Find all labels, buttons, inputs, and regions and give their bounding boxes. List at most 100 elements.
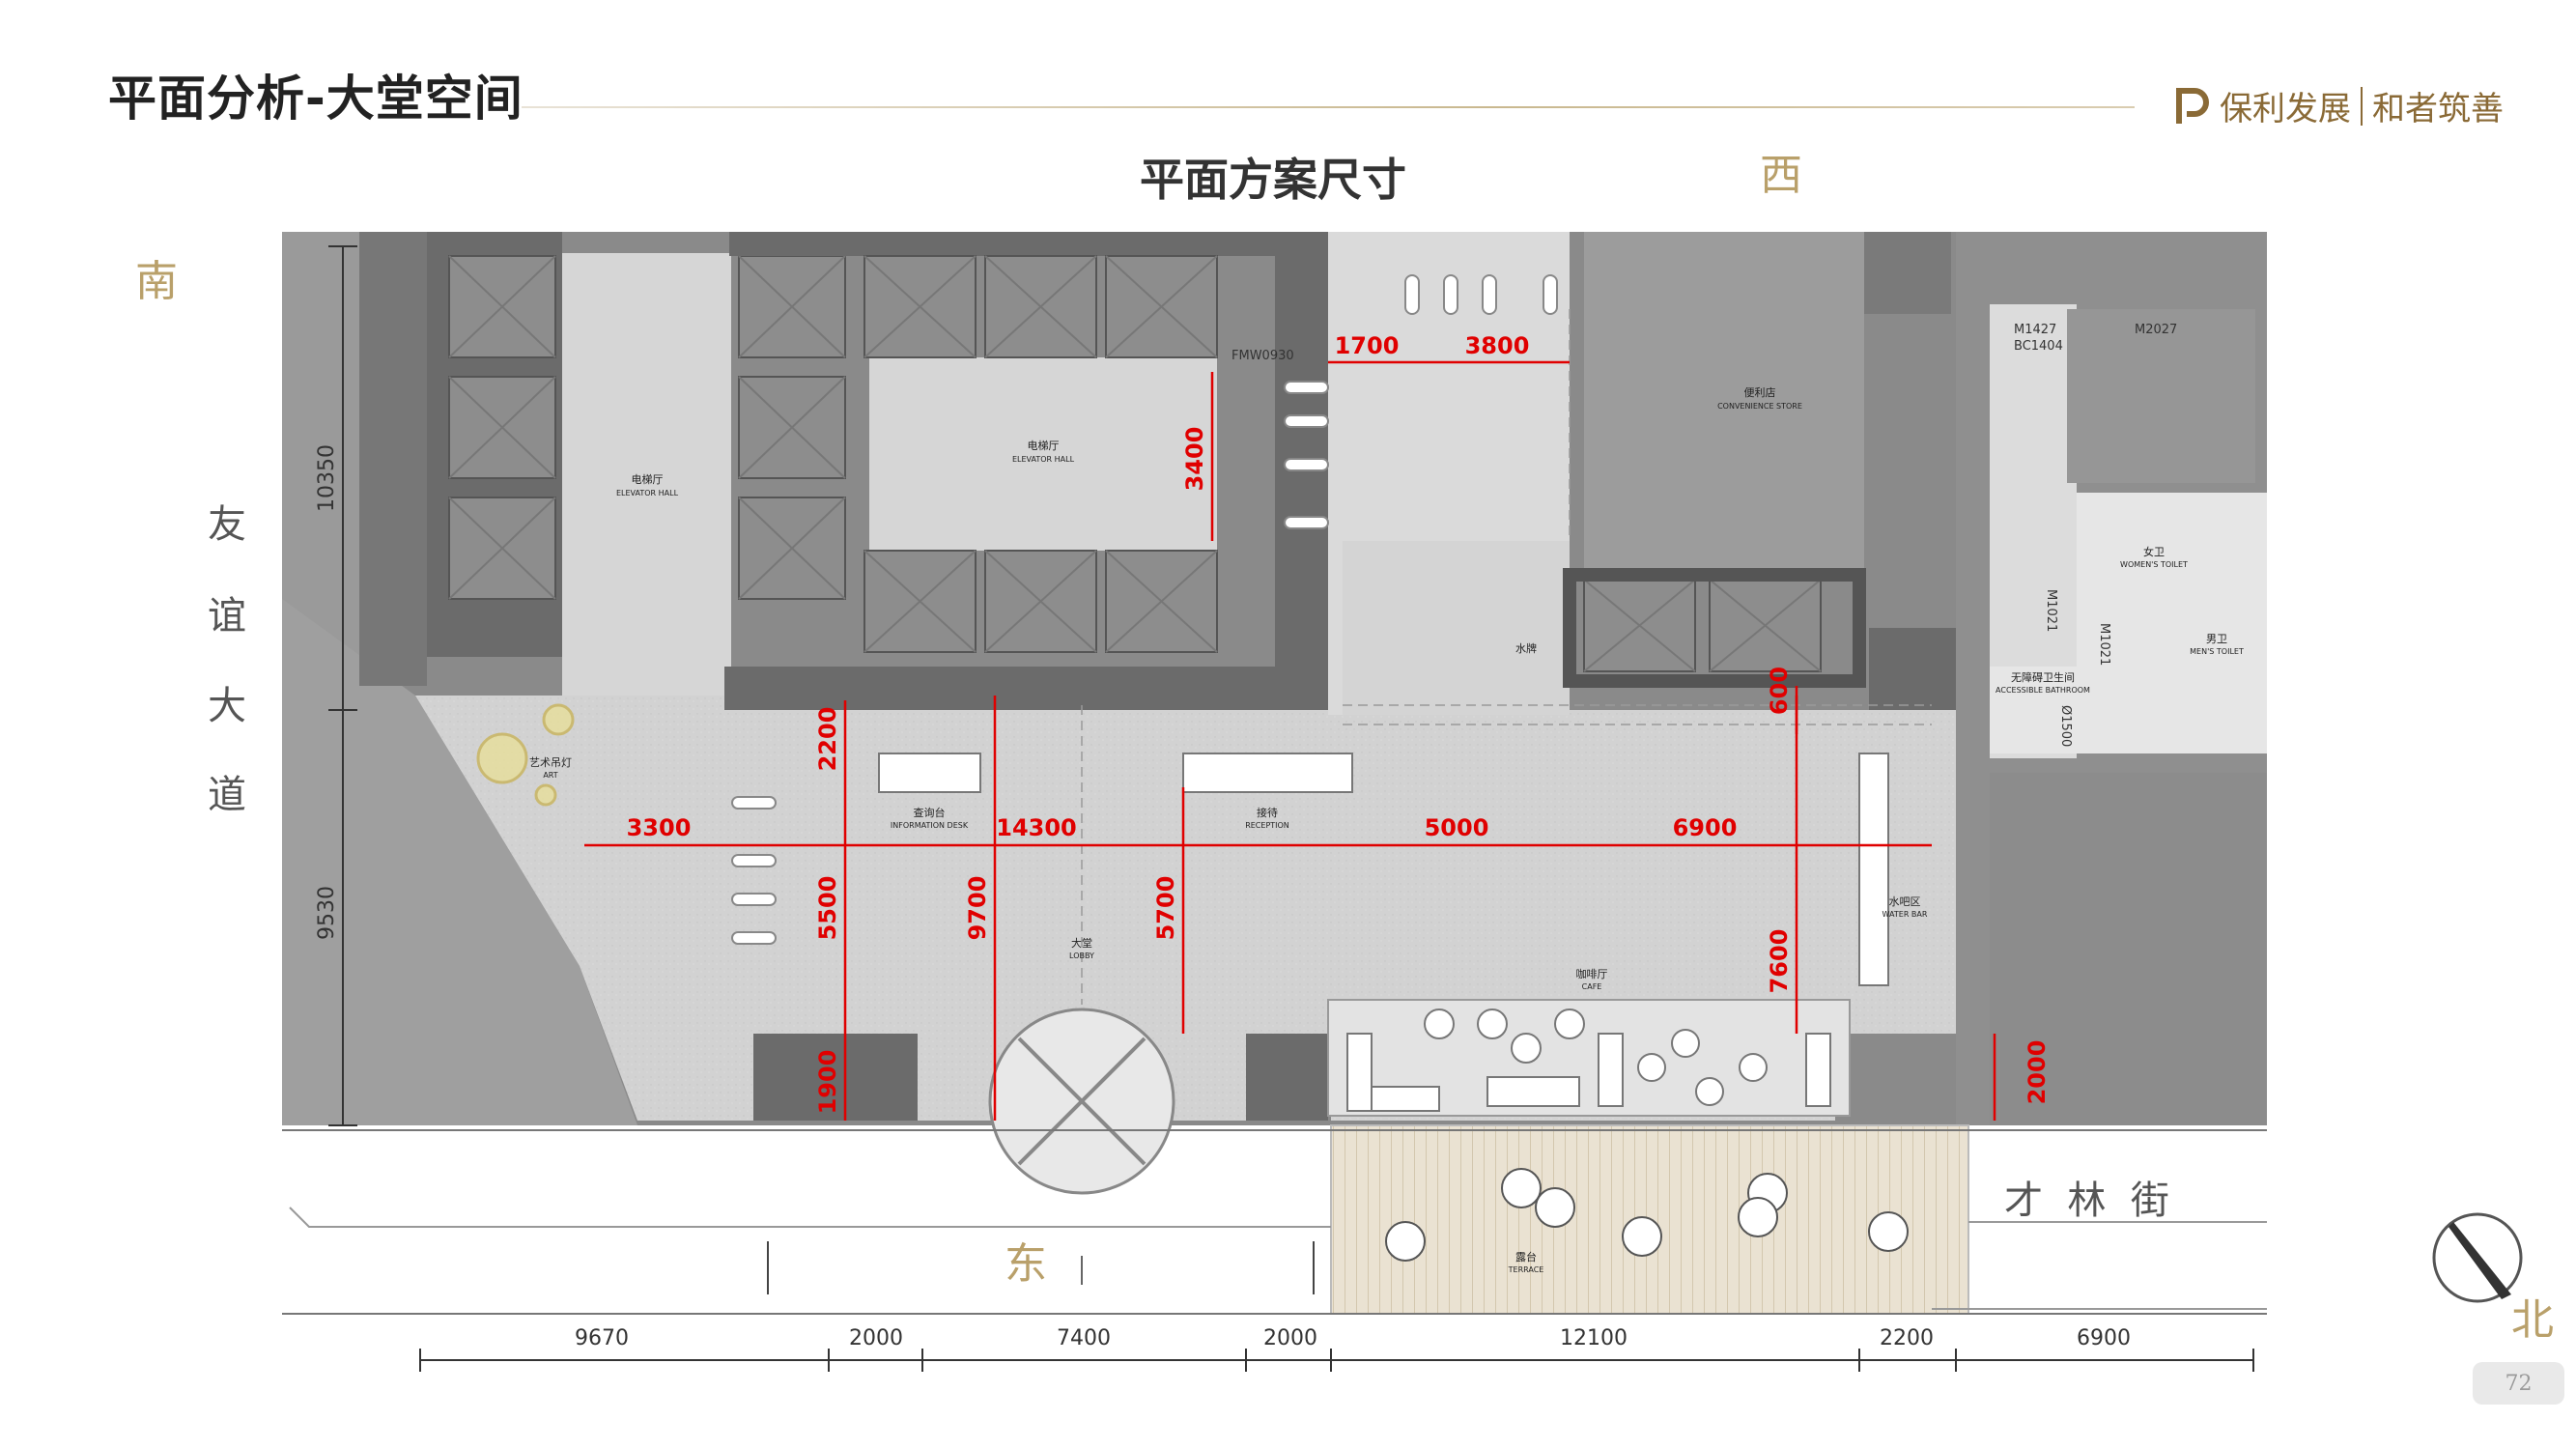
elevators-left bbox=[448, 255, 556, 600]
column-bottom-1 bbox=[753, 1034, 918, 1121]
left-dim-9530: 9530 bbox=[315, 886, 339, 940]
women-toilet-cn: 女卫 bbox=[2143, 545, 2165, 558]
terrace-en: TERRACE bbox=[1508, 1265, 1544, 1274]
lobby-en: LOBBY bbox=[1069, 952, 1094, 960]
terrace-cn: 露台 bbox=[1515, 1250, 1537, 1264]
convenience-store-cn: 便利店 bbox=[1744, 385, 1776, 399]
lobby-cn: 大堂 bbox=[1071, 936, 1092, 950]
dim-6900: 6900 bbox=[1673, 814, 1738, 841]
road-left-char-1: 友 bbox=[208, 502, 246, 547]
dim-5500: 5500 bbox=[814, 876, 841, 941]
red-dim-lines bbox=[584, 360, 1996, 1121]
brand-mark-icon bbox=[2176, 87, 2209, 124]
info-desk-en: INFORMATION DESK bbox=[891, 821, 969, 830]
guide-lines bbox=[1081, 309, 1932, 1005]
store-elevator-wall bbox=[1563, 568, 1866, 688]
bottom-dim-2: 2000 bbox=[849, 1326, 903, 1350]
dim-600: 600 bbox=[1766, 667, 1793, 715]
elevator-hall-1-cn: 电梯厅 bbox=[632, 473, 664, 486]
north-compass-icon bbox=[2432, 1212, 2523, 1303]
dim-1900: 1900 bbox=[814, 1050, 841, 1115]
bottom-dim-5: 12100 bbox=[1560, 1326, 1628, 1350]
bottom-dim-4: 2000 bbox=[1263, 1326, 1317, 1350]
core-wall-bottom bbox=[724, 667, 1328, 710]
right-lower-block bbox=[1990, 773, 2267, 1125]
elevator-hall-1-en: ELEVATOR HALL bbox=[616, 489, 679, 497]
core-wall-top bbox=[729, 232, 1328, 256]
bottom-dim-7: 6900 bbox=[2077, 1326, 2131, 1350]
toilet-rooms bbox=[2077, 493, 2267, 753]
core-wall-left bbox=[359, 232, 427, 686]
water-card-area bbox=[1343, 541, 1570, 715]
store-column bbox=[1864, 232, 1951, 314]
accessible-cn: 无障碍卫生间 bbox=[2011, 670, 2075, 684]
elevators-top-row bbox=[863, 255, 1218, 358]
door-code-bc1404: BC1404 bbox=[2014, 339, 2063, 354]
elevators-bottom-row bbox=[863, 550, 1218, 653]
door-code-m2027: M2027 bbox=[2135, 323, 2177, 337]
bottom-dim-6: 2200 bbox=[1880, 1326, 1934, 1350]
brand-logo: 保利发展 和者筑善 bbox=[2175, 82, 2504, 129]
store-column-lower bbox=[1869, 628, 1956, 710]
accessible-room bbox=[1990, 667, 2096, 753]
dim-2200: 2200 bbox=[814, 707, 841, 772]
bottom-dim-3: 7400 bbox=[1057, 1326, 1111, 1350]
door-code-m1427: M1427 bbox=[2014, 323, 2056, 337]
stair-room bbox=[2067, 309, 2255, 483]
door-code-d1500: Ø1500 bbox=[2058, 705, 2073, 747]
water-bar-cn: 水吧区 bbox=[1889, 895, 1921, 908]
road-left-char-2: 谊 bbox=[208, 594, 246, 639]
left-void bbox=[282, 599, 637, 1125]
direction-south: 南 bbox=[135, 257, 178, 306]
dim-9700: 9700 bbox=[964, 876, 991, 941]
page-number: 72 bbox=[2473, 1362, 2564, 1405]
bottom-dim-1: 9670 bbox=[575, 1326, 629, 1350]
direction-west: 西 bbox=[1760, 151, 1802, 200]
column-bottom-2 bbox=[1246, 1034, 1328, 1121]
left-dim-10350: 10350 bbox=[315, 444, 339, 512]
pillars bbox=[731, 274, 1558, 945]
logo-separator bbox=[2361, 86, 2363, 126]
women-toilet-en: WOMEN'S TOILET bbox=[2120, 560, 2188, 569]
reception-en: RECEPTION bbox=[1245, 821, 1289, 830]
elevator-hall-2-cn: 电梯厅 bbox=[1028, 440, 1060, 452]
dim-5700: 5700 bbox=[1152, 876, 1179, 941]
left-dim-lines bbox=[328, 245, 357, 1126]
door-code-m1021b: M1021 bbox=[2097, 623, 2111, 666]
plan-subtitle: 平面方案尺寸 bbox=[1140, 154, 1406, 206]
info-desk-cn: 查询台 bbox=[914, 806, 946, 819]
dim-5000: 5000 bbox=[1425, 814, 1489, 841]
direction-north: 北 bbox=[2511, 1295, 2554, 1345]
dim-3300: 3300 bbox=[627, 814, 692, 841]
dim-3800: 3800 bbox=[1465, 332, 1530, 359]
road-left-char-3: 大 bbox=[208, 684, 246, 728]
art-light-en: ART bbox=[543, 771, 557, 780]
dim-7600: 7600 bbox=[1766, 929, 1793, 994]
reception-desk bbox=[1182, 753, 1353, 793]
bottom-dim-line bbox=[419, 1349, 2254, 1372]
direction-east: 东 bbox=[1005, 1239, 1047, 1289]
road-right: 才 林 街 bbox=[2004, 1179, 2169, 1223]
reception-cn: 接待 bbox=[1257, 806, 1278, 819]
elevators-store bbox=[1583, 579, 1822, 672]
revolving-door-wing-2 bbox=[1017, 1037, 1146, 1166]
logo-slogan-text: 和者筑善 bbox=[2372, 90, 2504, 128]
cafe-en: CAFE bbox=[1582, 982, 1602, 991]
accessible-en: ACCESSIBLE BATHROOM bbox=[1996, 686, 2090, 695]
cafe-furniture bbox=[1346, 1009, 1831, 1112]
terrace-tables bbox=[1385, 1168, 1909, 1262]
men-toilet-cn: 男卫 bbox=[2206, 633, 2227, 645]
men-toilet-en: MEN'S TOILET bbox=[2190, 647, 2244, 656]
logo-brand-text: 保利发展 bbox=[2220, 90, 2351, 128]
art-light-cn: 艺术吊灯 bbox=[529, 756, 572, 769]
door-code-fm: FMW0930 bbox=[1231, 349, 1294, 363]
water-bar-en: WATER BAR bbox=[1882, 910, 1928, 919]
page-title: 平面分析-大堂空间 bbox=[108, 71, 524, 127]
elevator-hall-1 bbox=[562, 253, 731, 697]
water-bar-counter bbox=[1858, 753, 1889, 986]
elevators-middle bbox=[738, 255, 846, 600]
info-desk bbox=[878, 753, 981, 793]
dim-1700: 1700 bbox=[1335, 332, 1400, 359]
cafe-cn: 咖啡厅 bbox=[1576, 967, 1608, 980]
